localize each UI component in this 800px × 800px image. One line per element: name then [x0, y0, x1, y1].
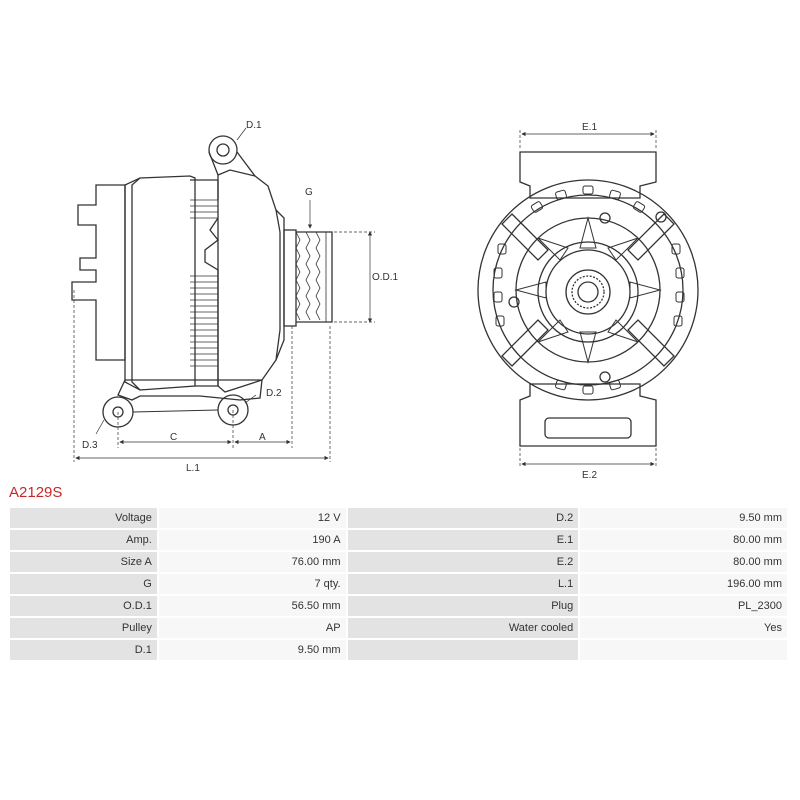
- label-e2: E.2: [582, 470, 597, 480]
- mount-bracket: [117, 379, 263, 401]
- stator-fins: [190, 199, 218, 367]
- spec-value: 9.50 mm: [580, 508, 787, 528]
- spec-value: 7 qty.: [158, 574, 346, 594]
- alternator-technical-drawing: D.1 G O.D.1 D.2 D.3 C A L.1: [71, 120, 699, 480]
- pulley-hub: [537, 241, 639, 343]
- label-d3: D.3: [82, 440, 98, 451]
- spec-label: [347, 640, 579, 660]
- spec-label: D.1: [10, 640, 157, 660]
- spec-label: Size A: [10, 552, 157, 572]
- spec-label: L.1: [347, 574, 579, 594]
- front-ring-teeth: [493, 185, 685, 395]
- splined-shaft: [571, 275, 605, 309]
- spec-label: E.2: [347, 552, 579, 572]
- mount-ear-d1: [208, 135, 238, 165]
- spec-value: Yes: [580, 618, 787, 638]
- label-a: A: [259, 432, 266, 443]
- spec-label: D.2: [347, 508, 579, 528]
- spec-label: Water cooled: [347, 618, 579, 638]
- front-housing: [217, 169, 281, 393]
- spec-value: [580, 640, 787, 660]
- spec-value: 196.00 mm: [580, 574, 787, 594]
- spec-label: O.D.1: [10, 596, 157, 616]
- spec-value: 80.00 mm: [580, 552, 787, 572]
- spec-value: AP: [158, 618, 346, 638]
- spec-value: 190 A: [158, 530, 346, 550]
- rear-housing: [124, 175, 196, 391]
- label-d1: D.1: [246, 120, 262, 131]
- spec-label: Voltage: [10, 508, 157, 528]
- front-view: [477, 151, 699, 447]
- spec-value: 9.50 mm: [158, 640, 346, 660]
- spec-value: 12 V: [158, 508, 346, 528]
- label-d2: D.2: [266, 388, 282, 399]
- label-od1: O.D.1: [372, 272, 399, 283]
- spec-label: G: [10, 574, 157, 594]
- label-c: C: [170, 432, 177, 443]
- spec-value: PL_2300: [580, 596, 787, 616]
- spec-value: 76.00 mm: [158, 552, 346, 572]
- spec-label: Plug: [347, 596, 579, 616]
- spec-label: Amp.: [10, 530, 157, 550]
- spec-label: E.1: [347, 530, 579, 550]
- front-cross-arms: [501, 213, 675, 367]
- front-outer-ring: [477, 179, 699, 401]
- front-frame: [519, 151, 657, 199]
- label-g: G: [305, 187, 313, 198]
- spec-value: 56.50 mm: [158, 596, 346, 616]
- rear-connector: [71, 184, 126, 361]
- side-view-dimensions: [73, 127, 375, 462]
- part-number-title: A2129S: [9, 484, 63, 501]
- spec-label: Pulley: [10, 618, 157, 638]
- side-view: [71, 135, 333, 428]
- label-l1: L.1: [186, 463, 200, 474]
- spec-value: 80.00 mm: [580, 530, 787, 550]
- pulley: [283, 229, 333, 327]
- front-view-dimensions: [519, 130, 657, 468]
- label-e1: E.1: [582, 122, 597, 133]
